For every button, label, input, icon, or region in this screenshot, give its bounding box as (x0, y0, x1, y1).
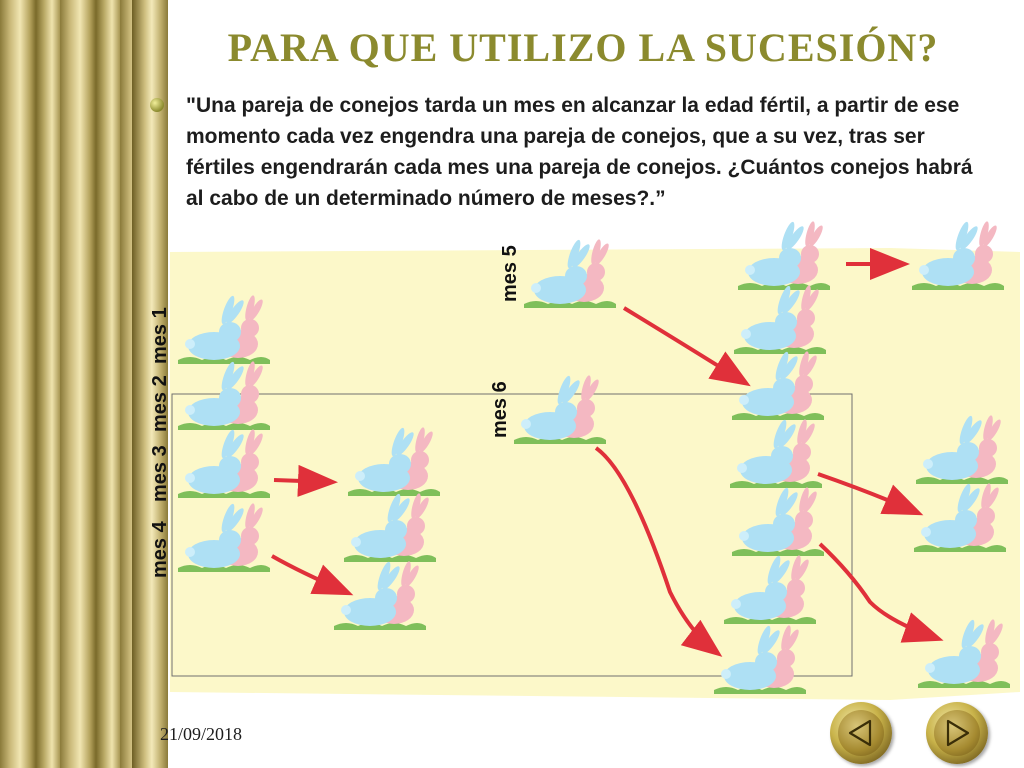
next-slide-button[interactable] (926, 702, 988, 764)
curtain-edge-decoration (132, 0, 168, 768)
rabbit-illustration: mes 1 mes 2 mes 3 mes 4 mes 5 mes 6 (150, 212, 1020, 704)
triangle-left-icon (848, 719, 872, 747)
month-label-1: mes 1 (150, 307, 171, 364)
triangle-right-icon (946, 719, 970, 747)
month-label-2: mes 2 (150, 375, 171, 432)
slide-title: PARA QUE UTILIZO LA SUCESIÓN? (227, 25, 939, 70)
fibonacci-quote: "Una pareja de conejos tarda un mes en a… (186, 94, 973, 210)
month-label-3: mes 3 (150, 445, 171, 502)
month-label-4: mes 4 (150, 520, 171, 578)
previous-slide-button[interactable] (830, 702, 892, 764)
month-label-6: mes 6 (489, 381, 511, 438)
slide-date: 21/09/2018 (160, 724, 243, 744)
bullet-icon (150, 98, 164, 112)
month-label-5: mes 5 (499, 245, 521, 302)
